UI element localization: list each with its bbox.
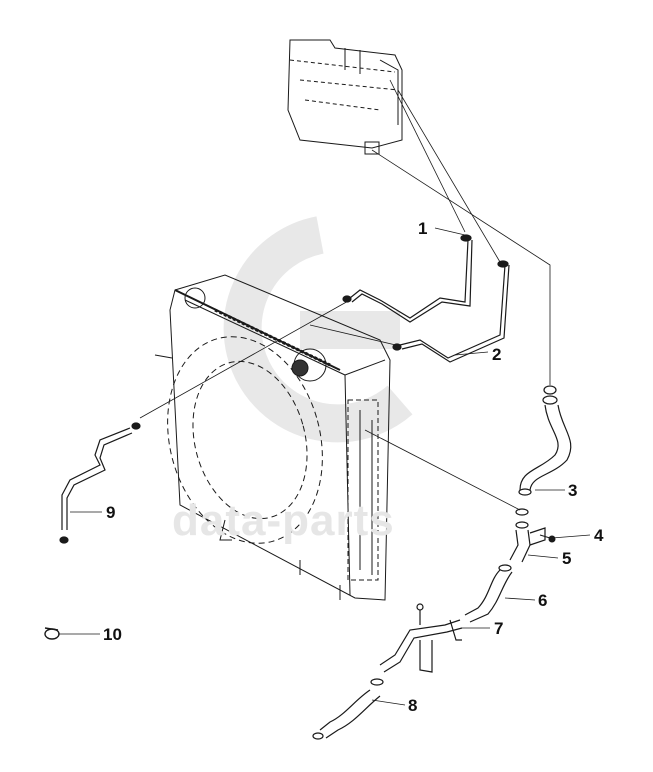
part-10-clamp (44, 627, 60, 640)
part-5-fitting (509, 508, 546, 563)
watermark-logo (223, 216, 413, 443)
part-2-bleed-tube (392, 260, 510, 363)
part-6-hose (464, 564, 513, 623)
callout-7: 7 (494, 619, 504, 638)
callout-4: 4 (594, 526, 604, 545)
reservoir-leader-lines (371, 79, 551, 385)
part-8-hose (312, 678, 384, 740)
callout-6: 6 (538, 591, 548, 610)
watermark-text: data-parts (172, 496, 395, 545)
callout-3: 3 (568, 481, 578, 500)
callout-8: 8 (408, 696, 418, 715)
radiator-assembly (154, 274, 391, 601)
callout-9: 9 (106, 503, 116, 522)
callout-10: 10 (103, 625, 122, 644)
callout-1: 1 (418, 219, 428, 238)
coolant-reservoir (287, 39, 403, 155)
part-1-bleed-tube (342, 234, 473, 323)
callout-leader-lines (58, 227, 591, 706)
part-9-tube (59, 422, 141, 544)
part-7-pipe (379, 603, 463, 673)
callout-2: 2 (492, 345, 502, 364)
callout-5: 5 (562, 549, 572, 568)
part-3-hose (518, 385, 572, 496)
